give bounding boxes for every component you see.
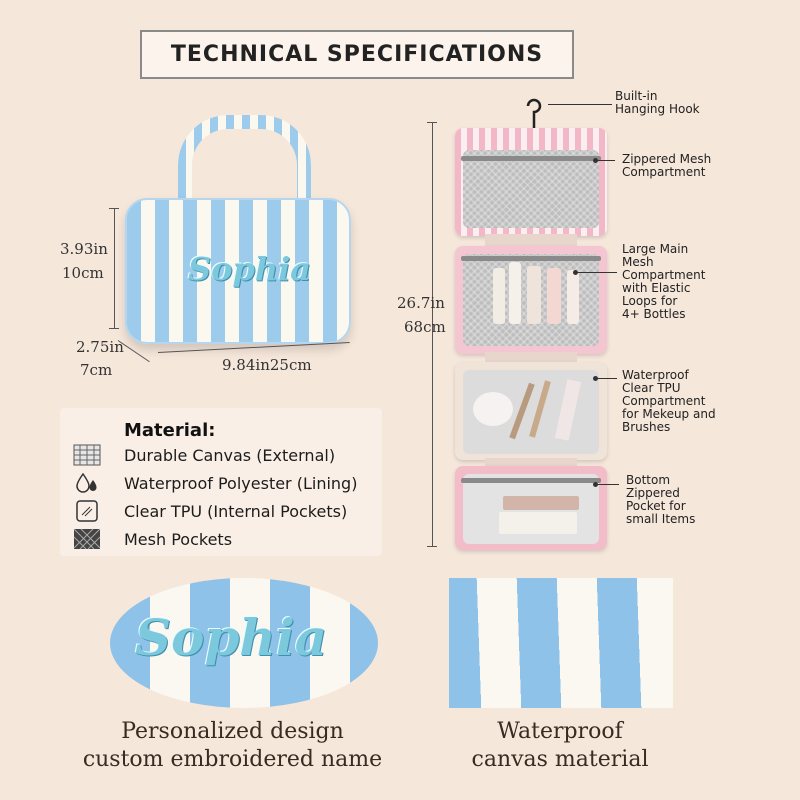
organizer-length-line [432, 122, 433, 546]
water-drops-icon [72, 472, 102, 494]
organizer-length-cm: 68cm [404, 318, 446, 336]
page-title: TECHNICAL SPECIFICATIONS [170, 42, 544, 67]
bottom-zippered-pocket [455, 466, 607, 550]
bag-width: 9.84in25cm [222, 356, 312, 374]
material-panel: Material: Durable Canvas (External) Wate… [60, 408, 382, 556]
mesh-icon [72, 528, 102, 550]
bag-depth-cm: 7cm [80, 361, 113, 379]
height-dimension-line [114, 208, 115, 328]
embroidery-closeup-name: Sophia [135, 608, 328, 667]
hanging-organizer-image [455, 98, 607, 550]
clear-tpu-compartment [455, 362, 607, 460]
bag-height-in: 3.93in [60, 240, 108, 258]
title-box: TECHNICAL SPECIFICATIONS [140, 30, 574, 79]
bag-image [125, 198, 351, 344]
clear-tpu-icon [72, 500, 102, 522]
embroidery-closeup-image [110, 578, 378, 708]
zippered-mesh-compartment [455, 128, 607, 236]
bag-depth-in: 2.75in [76, 338, 124, 356]
material-item: Waterproof Polyester (Lining) [60, 472, 357, 494]
canvas-material-image [449, 578, 673, 708]
bag-height-cm: 10cm [62, 264, 104, 282]
organizer-length-in: 26.7in [397, 294, 445, 312]
caption-waterproof: Waterproof canvas material [471, 719, 649, 772]
material-item: Mesh Pockets [60, 528, 232, 550]
material-item: Durable Canvas (External) [60, 444, 335, 466]
hanging-hook-icon [526, 98, 542, 134]
caption-personalized: Personalized design custom embroidered n… [82, 719, 383, 772]
material-item: Clear TPU (Internal Pockets) [60, 500, 347, 522]
canvas-texture-icon [72, 444, 102, 466]
bag-embroidered-name: Sophia [188, 250, 311, 288]
main-mesh-compartment [455, 246, 607, 354]
material-heading: Material: [124, 420, 216, 441]
